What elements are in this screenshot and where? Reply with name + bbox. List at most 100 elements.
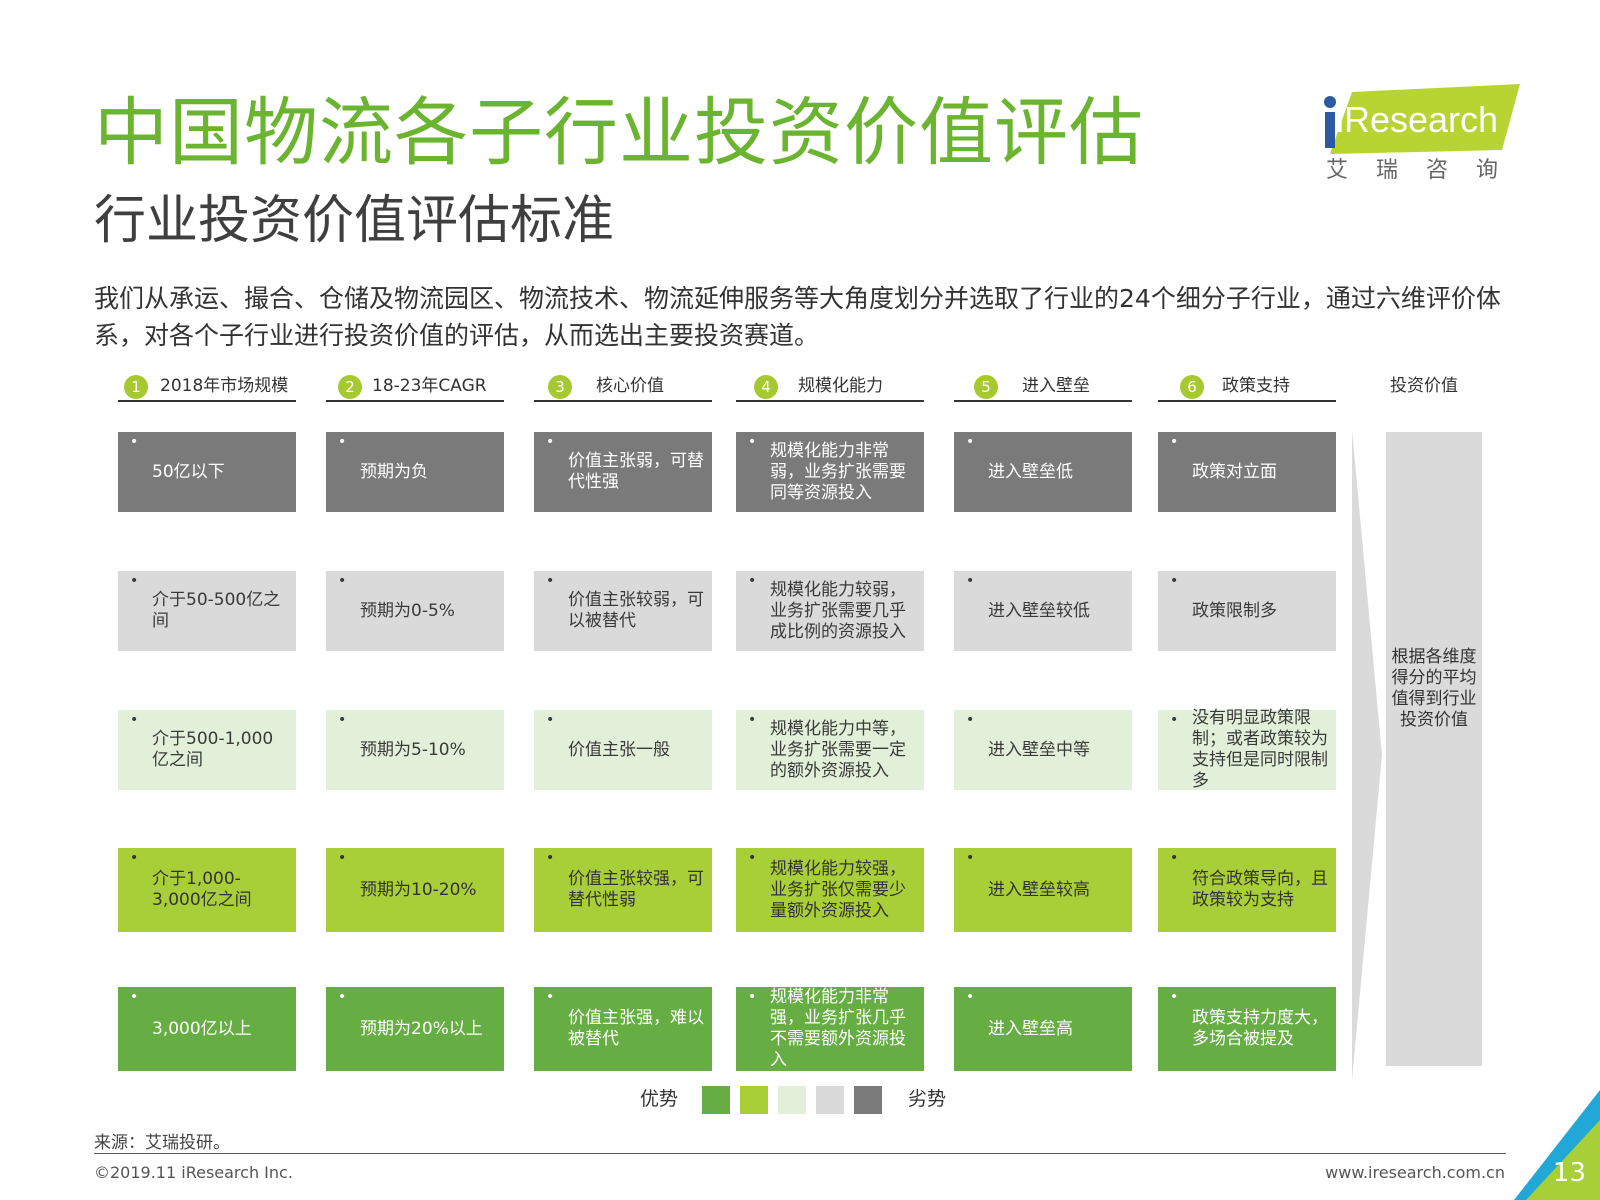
column-number-badge: 2 <box>338 375 362 399</box>
criteria-text: 价值主张弱，可替代性强 <box>568 451 704 492</box>
criteria-cell-r2-c1: •介于50-500亿之间 <box>118 571 296 651</box>
criteria-text: 预期为负 <box>360 461 428 482</box>
svg-text:iResearch: iResearch <box>1336 99 1498 140</box>
legend-disadvantage-label: 劣势 <box>908 1088 947 1110</box>
column-number-badge: 5 <box>974 375 998 399</box>
criteria-text: 政策对立面 <box>1192 461 1277 482</box>
criteria-cell-r3-c3: • 价值主张一般 <box>534 710 712 790</box>
column-header-label: 进入壁垒 <box>1022 376 1090 396</box>
bullet-icon: • <box>546 712 555 728</box>
copyright: ©2019.11 iResearch Inc. <box>94 1163 293 1182</box>
criteria-text: 规模化能力较弱，业务扩张需要几乎成比例的资源投入 <box>770 579 906 642</box>
criteria-text: 50亿以下 <box>152 461 225 482</box>
bullet-icon: • <box>130 434 139 450</box>
website-link[interactable]: www.iresearch.com.cn <box>1325 1163 1505 1182</box>
criteria-cell-r1-c3: • 价值主张弱，可替代性强 <box>534 432 712 512</box>
criteria-cell-r2-c4: • 规模化能力较弱，业务扩张需要几乎成比例的资源投入 <box>736 571 924 651</box>
page-subtitle: 行业投资价值评估标准 <box>94 191 615 251</box>
legend-swatch-2 <box>740 1086 768 1114</box>
column-header-label: 2018年市场规模 <box>160 376 289 396</box>
criteria-text: 预期为10-20% <box>360 879 477 900</box>
bullet-icon: • <box>130 989 139 1005</box>
bullet-icon: • <box>338 850 347 866</box>
bullet-icon: • <box>748 850 757 866</box>
criteria-text: 没有明显政策限制；或者政策较为支持但是同时限制多 <box>1192 708 1328 791</box>
criteria-cell-r3-c5: •进入壁垒中等 <box>954 710 1132 790</box>
column-header-2: 2 18-23年CAGR <box>326 372 504 402</box>
criteria-cell-r5-c2: • 预期为20%以上 <box>326 987 504 1071</box>
bullet-icon: • <box>1170 989 1179 1005</box>
intro-paragraph: 我们从承运、撮合、仓储及物流园区、物流技术、物流延伸服务等大角度划分并选取了行业… <box>94 284 1501 350</box>
column-header-label: 政策支持 <box>1222 376 1290 396</box>
criteria-text: 预期为0-5% <box>360 600 455 621</box>
criteria-text: 规模化能力较强，业务扩张仅需要少量额外资源投入 <box>770 858 906 921</box>
criteria-text: 规模化能力非常强，业务扩张几乎不需要额外资源投入 <box>770 987 906 1070</box>
footer-divider <box>94 1153 1506 1154</box>
page-number: 13 <box>1552 1158 1586 1188</box>
bullet-icon: • <box>546 434 555 450</box>
column-header-6: 6 政策支持 <box>1158 372 1336 402</box>
value-column-header: 投资价值 <box>1390 376 1458 396</box>
criteria-cell-r1-c4: • 规模化能力非常弱，业务扩张需要同等资源投入 <box>736 432 924 512</box>
bullet-icon: • <box>546 850 555 866</box>
criteria-cell-r4-c6: •符合政策导向，且政策较为支持 <box>1158 848 1336 932</box>
investment-value-text: 根据各维度得分的平均值得到行业投资价值 <box>1391 647 1477 730</box>
criteria-text: 价值主张一般 <box>568 739 670 760</box>
criteria-text: 进入壁垒高 <box>988 1018 1073 1039</box>
column-number-badge: 1 <box>124 375 148 399</box>
column-header-1: 1 2018年市场规模 <box>118 372 296 402</box>
arrow-shape <box>1352 430 1382 1080</box>
criteria-cell-r4-c3: • 价值主张较强，可替代性弱 <box>534 848 712 932</box>
column-number-badge: 4 <box>754 375 778 399</box>
criteria-text: 政策支持力度大，多场合被提及 <box>1192 1008 1328 1049</box>
logo-chinese-name: 艾瑞咨询 <box>1326 158 1527 183</box>
bullet-icon: • <box>130 850 139 866</box>
column-number-badge: 3 <box>548 375 572 399</box>
page-title: 中国物流各子行业投资价值评估 <box>94 90 1144 176</box>
bullet-icon: • <box>748 712 757 728</box>
bullet-icon: • <box>748 573 757 589</box>
criteria-cell-r1-c5: •进入壁垒低 <box>954 432 1132 512</box>
legend-swatch-5 <box>854 1086 882 1114</box>
criteria-cell-r2-c6: •政策限制多 <box>1158 571 1336 651</box>
bullet-icon: • <box>338 989 347 1005</box>
criteria-cell-r4-c5: • 进入壁垒较高 <box>954 848 1132 932</box>
criteria-text: 预期为5-10% <box>360 739 466 760</box>
criteria-text: 价值主张较弱，可以被替代 <box>568 590 704 631</box>
criteria-text: 进入壁垒低 <box>988 461 1073 482</box>
bullet-icon: • <box>338 573 347 589</box>
column-header-3: 3 核心价值 <box>534 372 712 402</box>
criteria-text: 介于500-1,000亿之间 <box>152 729 274 770</box>
criteria-cell-r3-c1: • 介于500-1,000亿之间 <box>118 710 296 790</box>
bullet-icon: • <box>1170 434 1179 450</box>
bullet-icon: • <box>338 712 347 728</box>
criteria-cell-r4-c1: •介于1,000-3,000亿之间 <box>118 848 296 932</box>
bullet-icon: • <box>748 989 757 1005</box>
bullet-icon: • <box>748 434 757 450</box>
bullet-icon: • <box>966 573 975 589</box>
criteria-cell-r5-c3: •价值主张强，难以被替代 <box>534 987 712 1071</box>
criteria-text: 价值主张强，难以被替代 <box>568 1008 704 1049</box>
bullet-icon: • <box>1170 850 1179 866</box>
criteria-cell-r1-c6: • 政策对立面 <box>1158 432 1336 512</box>
criteria-text: 进入壁垒较高 <box>988 879 1090 900</box>
column-header-label: 18-23年CAGR <box>372 376 487 396</box>
criteria-cell-r2-c2: • 预期为0-5% <box>326 571 504 651</box>
criteria-cell-r4-c2: • 预期为10-20% <box>326 848 504 932</box>
criteria-text: 预期为20%以上 <box>360 1018 483 1039</box>
bullet-icon: • <box>130 712 139 728</box>
column-header-label: 规模化能力 <box>798 376 883 396</box>
criteria-text: 规模化能力非常弱，业务扩张需要同等资源投入 <box>770 440 906 503</box>
bullet-icon: • <box>130 573 139 589</box>
criteria-text: 价值主张较强，可替代性弱 <box>568 869 704 910</box>
criteria-cell-r4-c4: • 规模化能力较强，业务扩张仅需要少量额外资源投入 <box>736 848 924 932</box>
criteria-text: 政策限制多 <box>1192 600 1277 621</box>
criteria-cell-r2-c5: •进入壁垒较低 <box>954 571 1132 651</box>
criteria-cell-r3-c2: • 预期为5-10% <box>326 710 504 790</box>
legend-swatch-3 <box>778 1086 806 1114</box>
investment-value-box: 根据各维度得分的平均值得到行业投资价值 <box>1386 432 1482 1066</box>
column-number-badge: 6 <box>1180 375 1204 399</box>
column-header-4: 4 规模化能力 <box>736 372 924 402</box>
column-header-label: 核心价值 <box>596 376 664 396</box>
bullet-icon: • <box>966 850 975 866</box>
